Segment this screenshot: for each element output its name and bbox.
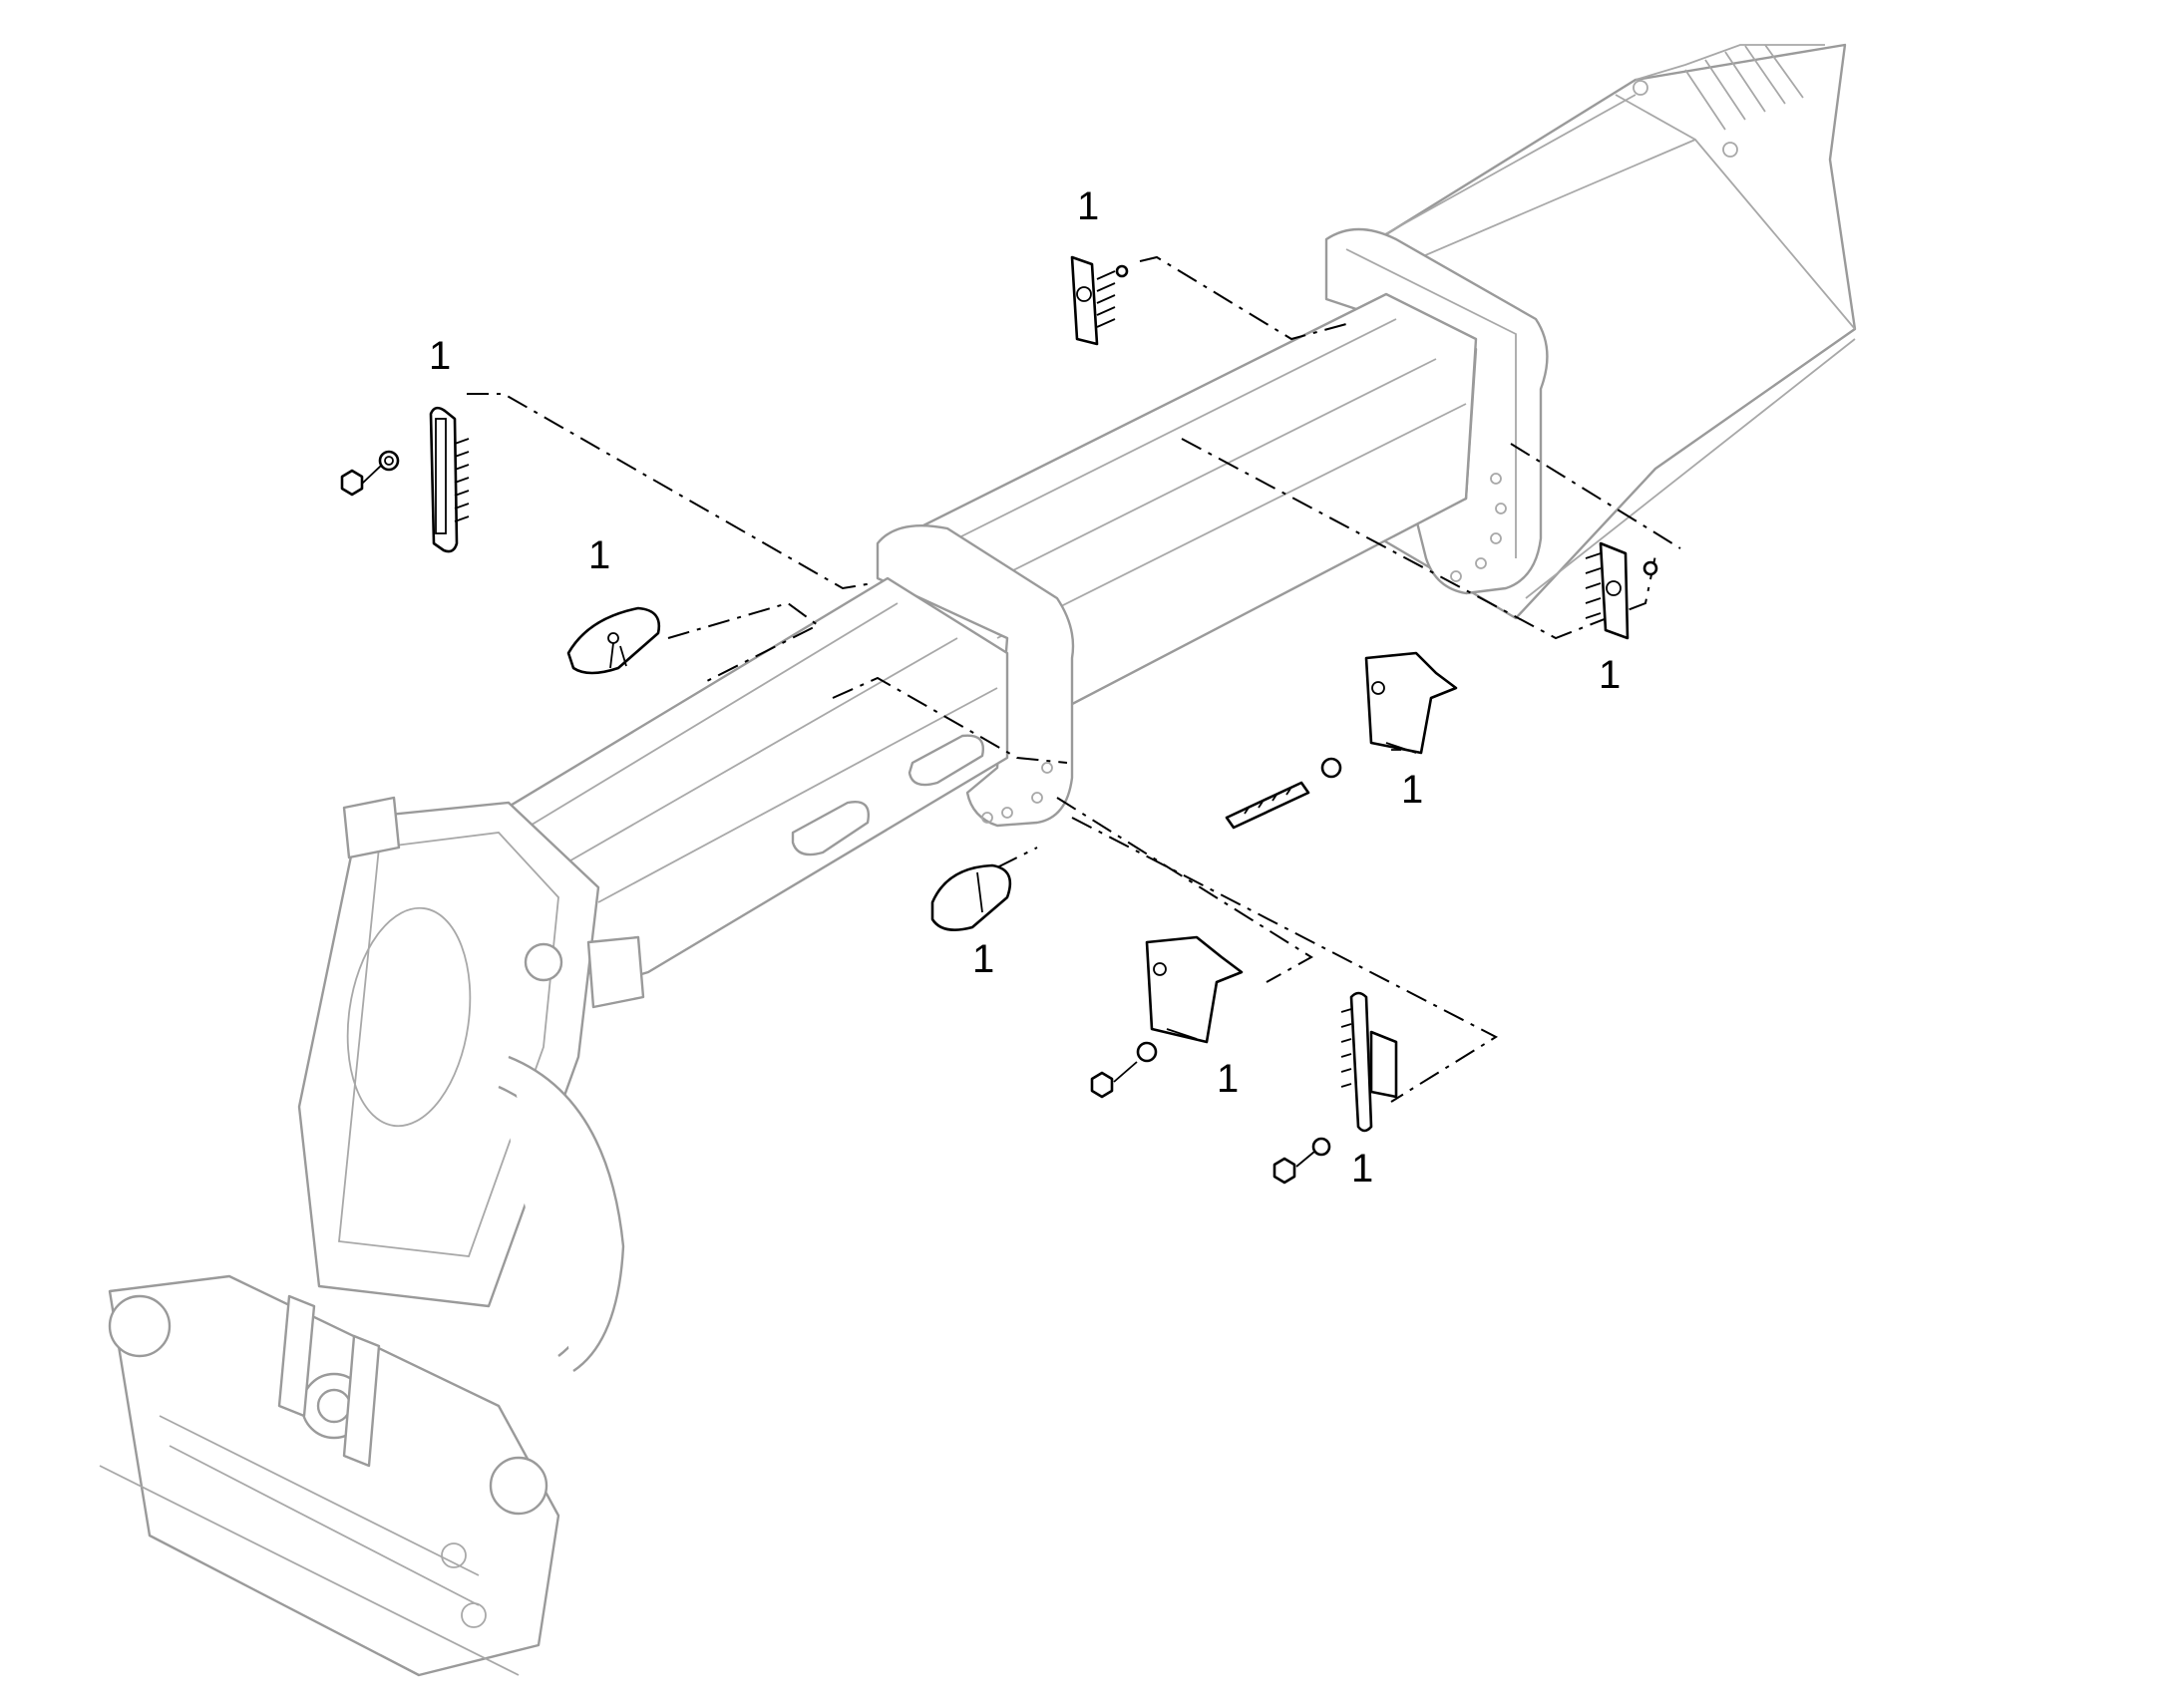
parts [340,255,1658,1185]
wear-pad-h [1272,991,1398,1185]
callout-1-pad-h: 1 [1351,1147,1373,1191]
slide-plate-c [566,606,661,675]
callout-1-pad-b: 1 [1077,184,1099,228]
wear-pad-e [1225,651,1458,830]
wear-pad-b [1070,255,1129,346]
leader-lines [467,255,1681,1103]
boom-collar-middle [876,524,1075,828]
callout-1-pad-f: 1 [1599,653,1621,697]
callout-1-plate-c: 1 [588,533,610,577]
boom-collar-rear [1324,227,1549,595]
quick-coupler [99,1274,560,1677]
slide-plate-d [930,863,1012,931]
callout-1-pad-g: 1 [1217,1057,1239,1101]
callout-1-pad-a: 1 [429,334,451,378]
callouts: 1 1 1 1 1 1 1 1 [429,184,1621,1191]
callout-1-pad-e: 1 [1401,768,1423,812]
wear-pad-a [340,406,470,553]
boom-head [297,796,645,1372]
callout-1-plate-d: 1 [972,937,994,981]
wear-pad-f [1585,541,1658,640]
wear-pad-g [1090,935,1244,1099]
telescopic-boom [99,43,1857,1677]
